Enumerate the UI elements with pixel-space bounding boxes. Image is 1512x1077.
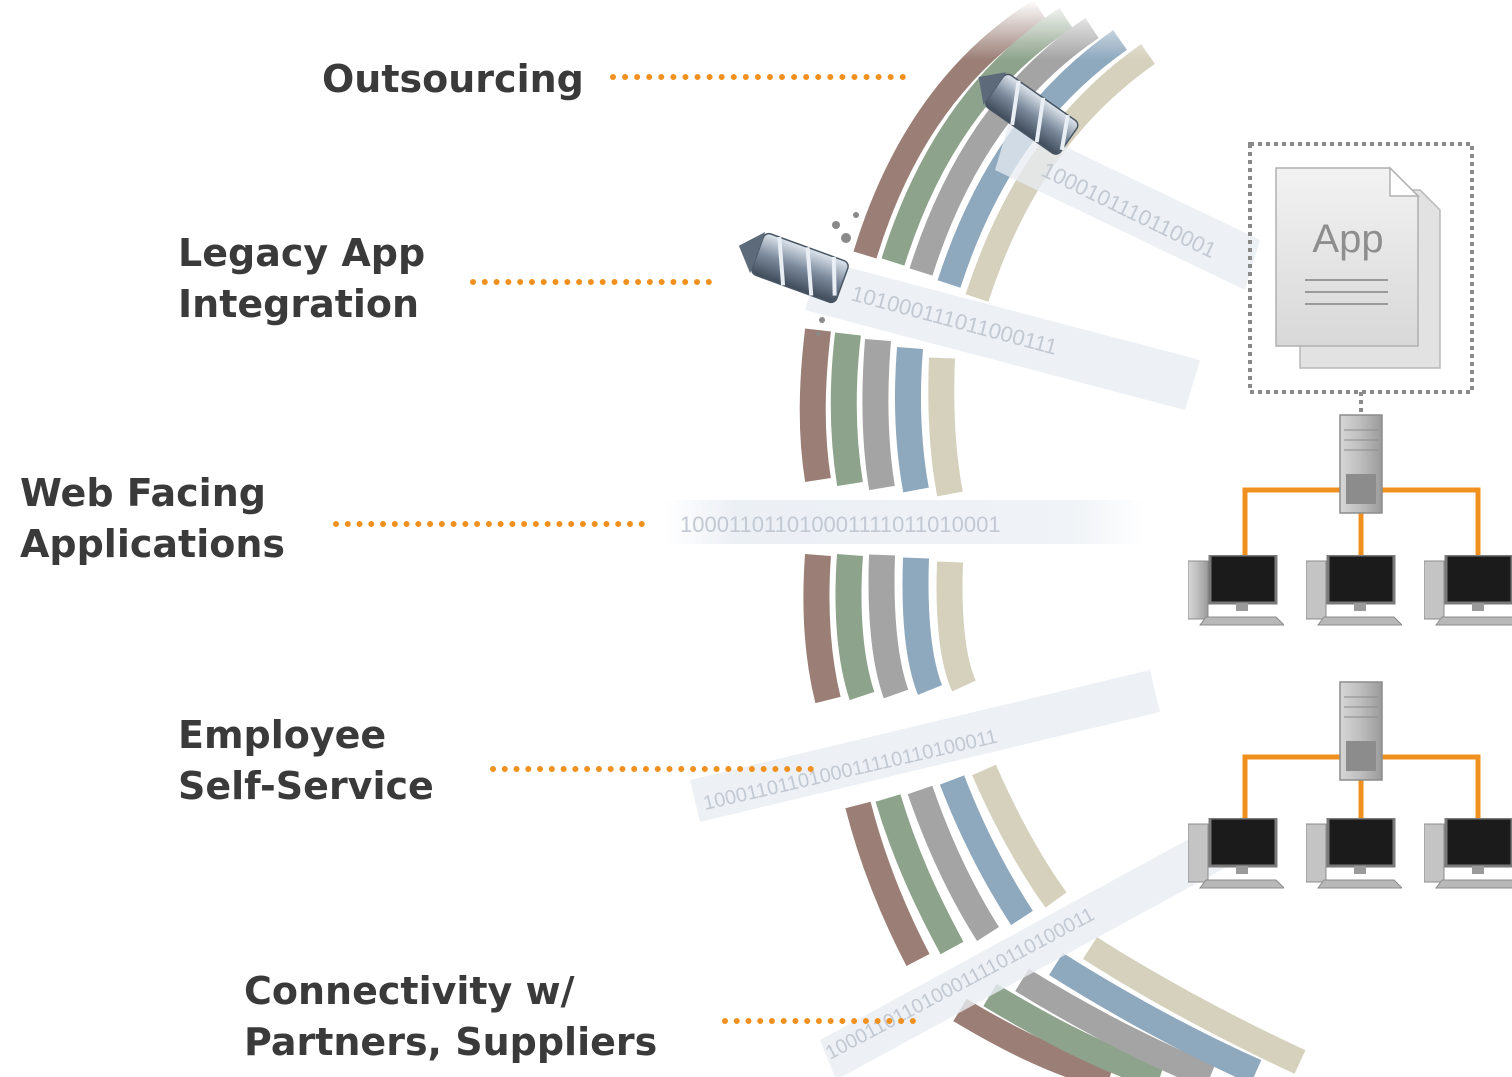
- label-employee: Employee Self-Service: [178, 710, 434, 812]
- drill-bit-icon: [978, 72, 1079, 155]
- workstation-icon: [1305, 816, 1404, 890]
- label-outsourcing-line-1: Outsourcing: [322, 57, 584, 101]
- leader-legacy: [470, 279, 712, 285]
- label-partners-line-2: Partners, Suppliers: [244, 1020, 658, 1064]
- app-dotted-box: [1248, 142, 1474, 394]
- label-employee-line-2: Self-Service: [178, 764, 434, 808]
- label-employee-line-1: Employee: [178, 713, 387, 757]
- label-web-line-1: Web Facing: [20, 471, 266, 515]
- workstation-icon: [1424, 818, 1512, 890]
- workstation-icon: [1305, 553, 1404, 627]
- label-web-line-2: Applications: [20, 522, 285, 566]
- drill-bit-icon: [738, 231, 849, 304]
- server-icon: [1339, 681, 1383, 781]
- label-outsourcing: Outsourcing: [322, 54, 584, 105]
- label-web: Web Facing Applications: [20, 468, 285, 570]
- label-partners-line-1: Connectivity w/: [244, 969, 575, 1013]
- workstation-icon: [1424, 555, 1512, 627]
- label-legacy: Legacy App Integration: [178, 228, 425, 330]
- document-icon: App: [1275, 166, 1441, 369]
- label-partners: Connectivity w/ Partners, Suppliers: [244, 966, 657, 1068]
- workstation-icon: [1187, 816, 1286, 890]
- data-beam-outsourcing: 1000101110110001: [995, 120, 1260, 290]
- app-doc-label: App: [1312, 217, 1383, 261]
- cable-segment-upper: [799, 328, 963, 497]
- binary-text-web: 100011011010001111011010001: [680, 512, 1001, 537]
- cable-segment-bottom: [953, 937, 1306, 1077]
- leader-employee: [490, 766, 814, 772]
- leader-web: [333, 521, 645, 527]
- server-icon: [1339, 414, 1383, 514]
- workstation-icon: [1187, 553, 1286, 627]
- debris-particles: [816, 212, 859, 336]
- data-beam-web: 100011011010001111011010001: [665, 500, 1145, 544]
- leader-outsourcing: [610, 74, 906, 80]
- leader-partners: [722, 1018, 916, 1024]
- cable-segment-middle: [803, 554, 976, 704]
- cable-segment-lower: [845, 764, 1067, 966]
- label-legacy-line-2: Integration: [178, 282, 420, 326]
- label-legacy-line-1: Legacy App: [178, 231, 426, 275]
